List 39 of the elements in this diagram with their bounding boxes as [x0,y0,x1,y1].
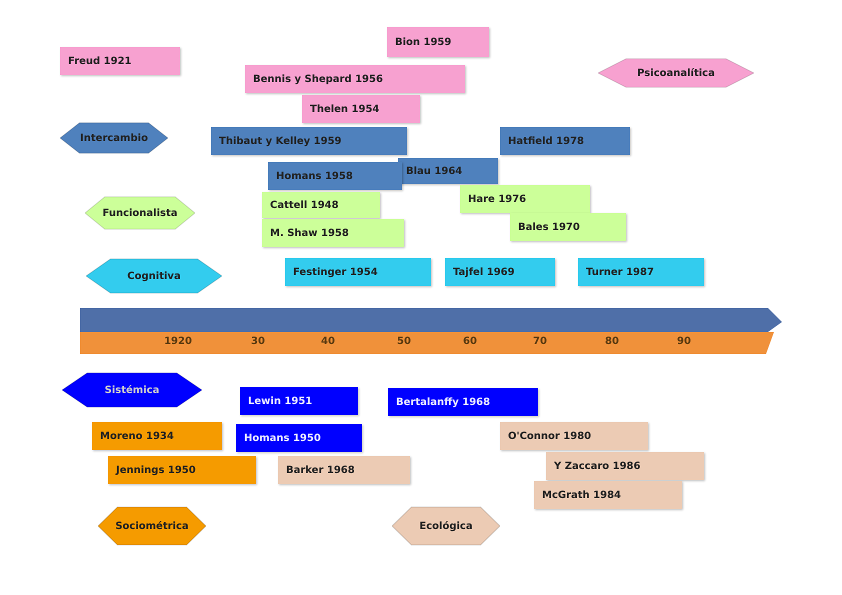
year-label: 70 [533,336,547,347]
year-label: 30 [251,336,265,347]
author-box: Bales 1970 [510,213,626,241]
year-label: 60 [463,336,477,347]
author-box: Festinger 1954 [285,258,431,286]
category-label: Psicoanalítica [637,68,715,78]
category-label: Sociométrica [115,520,189,532]
author-box: Freud 1921 [60,47,180,75]
author-box: Cattell 1948 [262,192,380,218]
category-label: Cognitiva [127,270,181,282]
author-box: Lewin 1951 [240,387,358,415]
author-box: Tajfel 1969 [445,258,555,286]
author-box: Bennis y Shepard 1956 [245,65,465,93]
author-box: Moreno 1934 [92,422,222,450]
author-box: Homans 1958 [268,162,402,190]
author-box: Bertalanffy 1968 [388,388,538,416]
year-label: 1920 [164,336,192,347]
author-box: McGrath 1984 [534,481,682,509]
author-box: O'Connor 1980 [500,422,648,450]
author-box: Y Zaccaro 1986 [546,452,704,480]
author-box: Jennings 1950 [108,456,256,484]
category-label: Sistémica [104,384,160,396]
author-box: Thibaut y Kelley 1959 [211,127,407,155]
year-label: 80 [605,336,619,347]
author-box: M. Shaw 1958 [262,219,404,247]
author-box: Thelen 1954 [302,95,420,123]
author-box: Bion 1959 [387,27,489,57]
author-box: Hatfield 1978 [500,127,630,155]
category-label: Funcionalista [102,208,178,218]
author-box: Turner 1987 [578,258,704,286]
author-box: Homans 1950 [236,424,362,452]
author-box: Hare 1976 [460,185,590,213]
author-box: Barker 1968 [278,456,410,484]
year-label: 90 [677,336,691,347]
year-label: 50 [397,336,411,347]
author-box: Blau 1964 [398,158,498,184]
category-label: Ecológica [419,520,473,532]
category-label: Intercambio [80,132,148,144]
year-label: 40 [321,336,335,347]
